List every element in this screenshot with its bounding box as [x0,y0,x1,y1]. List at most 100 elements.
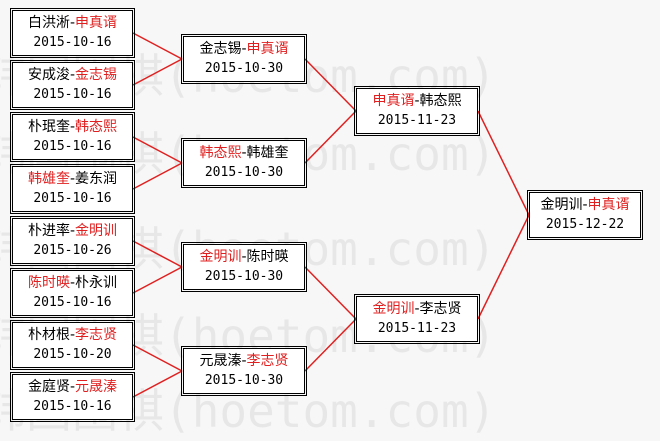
versus-separator: - [69,327,76,343]
versus-separator: - [69,275,76,291]
bracket-line [132,58,183,86]
bracket-line [132,32,183,60]
match-date: 2015-11-23 [377,113,457,128]
match-date: 2015-10-30 [204,165,284,180]
bracket-line [132,240,183,268]
bracket-line [132,344,183,372]
round2-match: 韩态熙-韩雄奎 2015-10-30 [181,138,307,188]
versus-separator: - [69,171,76,187]
versus-separator: - [582,197,588,213]
match-players: 金庭贤-元晟溱 [13,378,132,397]
bracket-line [304,266,357,320]
player-name: 金明训 [372,301,415,317]
bracket-line [132,370,183,398]
match-date: 2015-10-30 [204,61,284,76]
player-name: 安成浚 [27,67,70,83]
round2-match: 元晟溱-李志贤 2015-10-30 [181,346,307,396]
player-name: 金明训 [540,197,583,213]
match-players: 金明训-申真谞 [530,196,640,215]
match-players: 朴珉奎-韩态熙 [13,118,132,137]
match-players: 陈时暎-朴永训 [13,274,132,293]
match-date: 2015-12-22 [545,217,625,232]
match-date: 2015-10-20 [33,347,112,362]
match-date: 2015-10-16 [33,295,112,310]
round1-match: 朴珉奎-韩态熙 2015-10-16 [10,112,135,162]
player-name: 朴材根 [27,327,70,343]
round2-match: 金明训-陈时暎 2015-10-30 [181,242,307,292]
bracket-line [132,136,183,164]
match-players: 金明训-陈时暎 [184,248,304,267]
versus-separator: - [69,15,76,31]
player-name: 韩态熙 [75,119,118,135]
round2-match: 金志锡-申真谞 2015-10-30 [181,34,307,84]
player-name: 韩态熙 [199,145,242,161]
player-name: 李志贤 [246,353,289,369]
match-date: 2015-10-26 [33,243,112,258]
round1-match: 韩雄奎-姜东润 2015-10-16 [10,164,135,214]
player-name: 朴珉奎 [27,119,70,135]
round3-match: 金明训-李志贤 2015-11-23 [354,294,480,344]
player-name: 陈时暎 [27,275,70,291]
player-name: 申真谞 [372,93,415,109]
player-name: 申真谞 [587,197,630,213]
bracket-line [477,110,530,216]
player-name: 姜东润 [75,171,118,187]
match-players: 韩雄奎-姜东润 [13,170,132,189]
match-date: 2015-10-16 [33,35,112,50]
match-players: 韩态熙-韩雄奎 [184,144,304,163]
versus-separator: - [69,119,76,135]
round3-match: 申真谞-韩态熙 2015-11-23 [354,86,480,136]
player-name: 元晟溱 [199,353,242,369]
versus-separator: - [241,353,247,369]
round1-match: 白洪淅-申真谞 2015-10-16 [10,8,135,58]
player-name: 金志锡 [199,41,242,57]
match-date: 2015-10-30 [204,373,284,388]
match-players: 朴进率-金明训 [13,222,132,241]
versus-separator: - [69,223,76,239]
versus-separator: - [69,67,76,83]
player-name: 申真谞 [75,15,118,31]
versus-separator: - [69,379,76,395]
match-date: 2015-10-16 [33,139,112,154]
player-name: 李志贤 [419,301,462,317]
player-name: 金庭贤 [27,379,70,395]
player-name: 白洪淅 [27,15,70,31]
match-date: 2015-10-16 [33,399,112,414]
match-players: 白洪淅-申真谞 [13,14,132,33]
match-players: 朴材根-李志贤 [13,326,132,345]
player-name: 韩雄奎 [27,171,70,187]
player-name: 金明训 [75,223,118,239]
player-name: 朴永训 [75,275,118,291]
match-date: 2015-10-16 [33,191,112,206]
versus-separator: - [414,301,420,317]
match-players: 金志锡-申真谞 [184,40,304,59]
bracket-line [132,162,183,190]
match-date: 2015-10-30 [204,269,284,284]
round1-match: 安成浚-金志锡 2015-10-16 [10,60,135,110]
versus-separator: - [241,41,247,57]
player-name: 申真谞 [246,41,289,57]
round1-match: 陈时暎-朴永训 2015-10-16 [10,268,135,318]
bracket-line [304,110,357,164]
player-name: 金明训 [199,249,242,265]
versus-separator: - [241,145,247,161]
bracket-line [132,266,183,294]
match-players: 申真谞-韩态熙 [357,92,477,111]
match-date: 2015-11-23 [377,321,457,336]
versus-separator: - [241,249,247,265]
round1-match: 朴进率-金明训 2015-10-26 [10,216,135,266]
player-name: 元晟溱 [75,379,118,395]
bracket-line [477,214,530,320]
versus-separator: - [414,93,420,109]
match-players: 安成浚-金志锡 [13,66,132,85]
player-name: 韩雄奎 [246,145,289,161]
match-date: 2015-10-16 [33,87,112,102]
player-name: 朴进率 [27,223,70,239]
player-name: 陈时暎 [246,249,289,265]
player-name: 韩态熙 [419,93,462,109]
bracket-line [304,318,357,372]
match-players: 金明训-李志贤 [357,300,477,319]
round1-match: 金庭贤-元晟溱 2015-10-16 [10,372,135,422]
player-name: 金志锡 [75,67,118,83]
bracket-lines [132,32,530,398]
